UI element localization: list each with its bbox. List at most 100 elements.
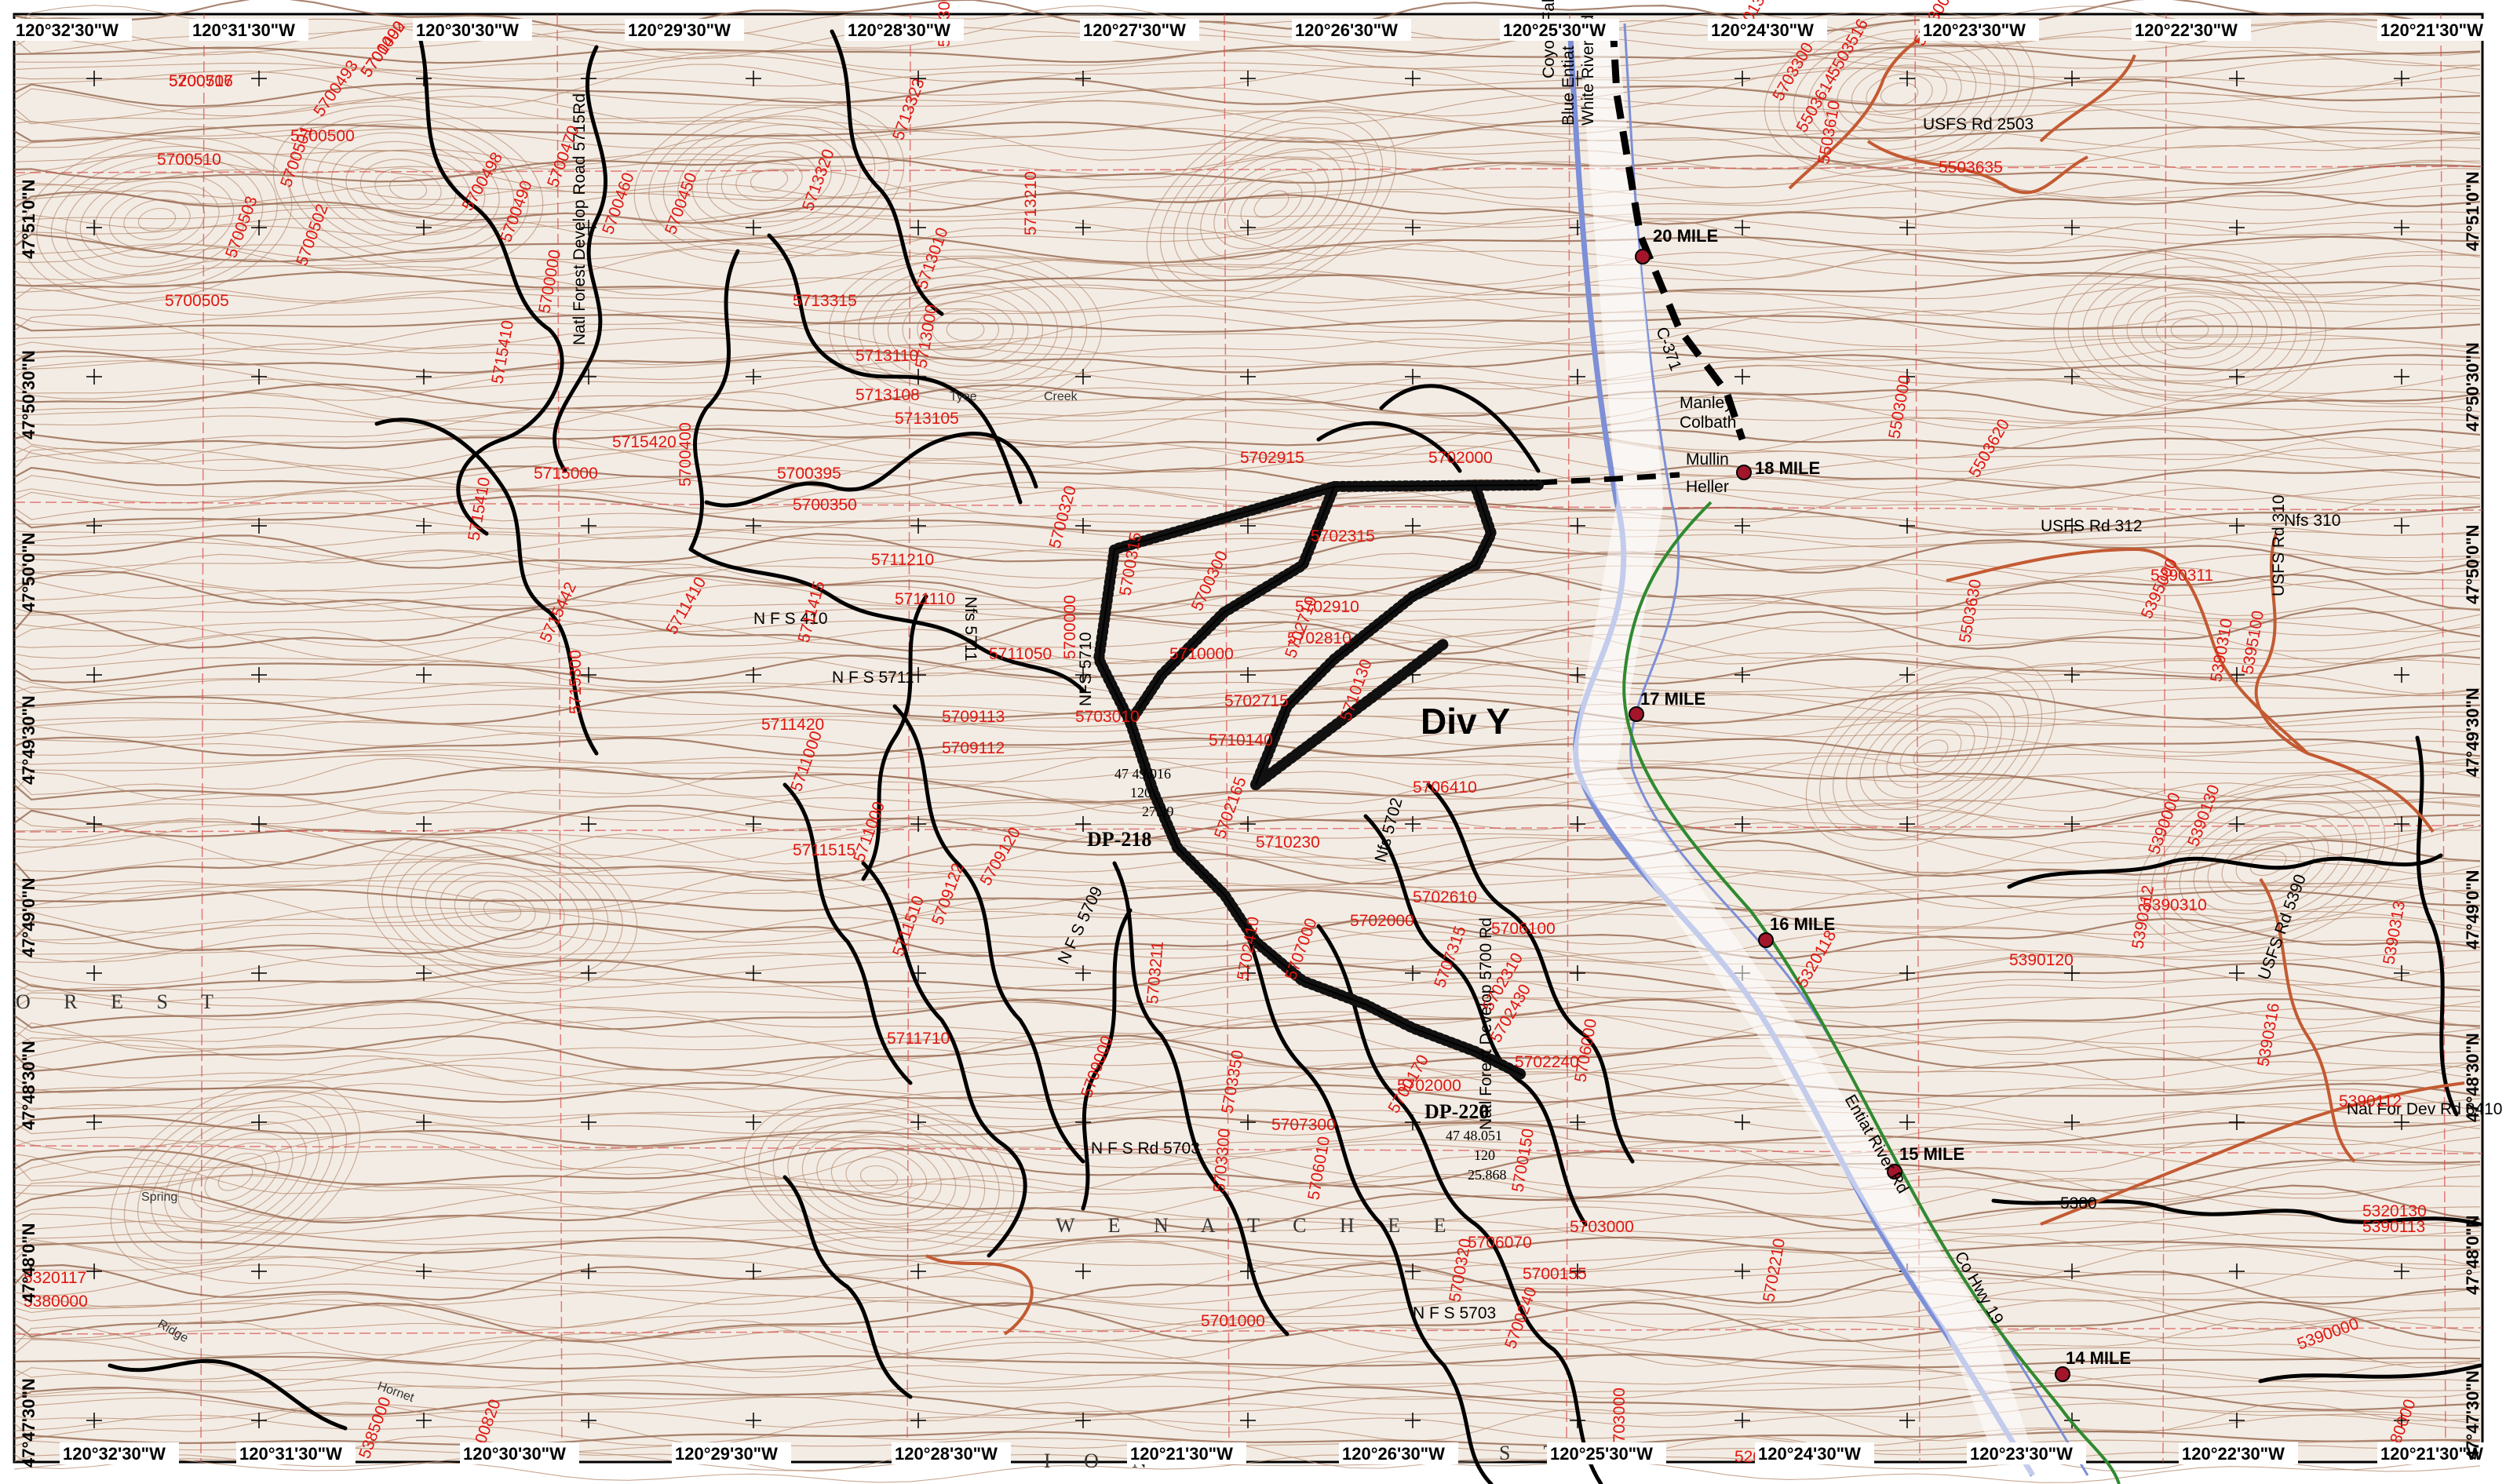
contour-loop: [359, 159, 457, 218]
contour-loop: [2249, 850, 2287, 877]
grid-tick: [1240, 965, 1256, 981]
lon-label-bottom: 120°29'30"W: [675, 1444, 778, 1464]
forest-road: [2007, 853, 2443, 889]
label-nfs-5710: NFS 5710: [1077, 632, 1095, 706]
lon-label-bottom: 120°24'30"W: [1758, 1444, 1861, 1464]
contour-loop: [1866, 73, 1933, 115]
lon-label-top: 120°22'30"W: [2135, 20, 2238, 40]
forest-road: [704, 432, 1038, 508]
contour-line: [13, 233, 2481, 264]
contour-loop: [1851, 64, 1948, 124]
lat-label-right: 47°50'0"N: [2463, 524, 2482, 604]
forest-road: [108, 1358, 348, 1431]
coord-label-bg: [1547, 1442, 1666, 1464]
contour-line: [13, 1205, 2481, 1225]
contour-loop: [1899, 729, 1962, 778]
contour-loop: [1778, 20, 2020, 169]
contour-line: [13, 206, 2481, 225]
grid-tick: [1405, 71, 1421, 86]
road-number-label: 5700395: [777, 465, 841, 483]
contour-line: [13, 997, 2481, 1021]
grid-tick: [416, 965, 432, 981]
contour-line: [13, 327, 2481, 349]
label-forest: O R E S T: [16, 990, 228, 1013]
section-line: [1224, 13, 1230, 1463]
section-line: [2440, 13, 2446, 1463]
lat-label-left: 47°48'0"N: [19, 1223, 38, 1303]
grid-tick: [2064, 518, 2080, 534]
grid-tick: [1405, 518, 1421, 534]
contour-loop: [1200, 148, 1343, 260]
forest-road: [782, 1175, 913, 1399]
forest-road: [688, 547, 1085, 693]
coord-label-bg: [1920, 19, 2039, 41]
county-road-north: [1609, 23, 1746, 441]
grid-tick: [1240, 1114, 1256, 1130]
contour-line: [13, 743, 2481, 765]
forest-road: [861, 861, 1027, 1258]
road-number-label: 5700155: [1523, 1265, 1587, 1283]
coord-label-bg: [1755, 1442, 1874, 1464]
contour-loop: [425, 862, 580, 958]
contour-loop: [2165, 793, 2372, 934]
contour-loop: [123, 1089, 348, 1265]
grid-tick: [2394, 518, 2409, 534]
road-number-label: 5700510: [157, 151, 221, 169]
grid-tick: [746, 71, 761, 86]
contour-loop: [2136, 774, 2400, 953]
grid-tick: [86, 71, 102, 86]
road-number-label: 5702315: [1311, 527, 1375, 545]
contour-loop: [706, 142, 832, 219]
contour-loop: [735, 159, 803, 202]
contour-loop: [94, 181, 220, 258]
grid-tick: [1735, 1114, 1750, 1130]
contour-line: [13, 522, 2481, 540]
contour-line: [13, 716, 2481, 746]
highway-c371: [1622, 501, 2121, 1484]
contour-line: [13, 1057, 2481, 1097]
mile-label-15: 15 MILE: [1899, 1144, 1964, 1164]
contour-loop: [662, 115, 876, 246]
forest-road: [1222, 892, 1494, 1484]
fire-line-hatch: [1097, 484, 1539, 1076]
contour-loop: [691, 133, 847, 228]
contour-line: [13, 633, 2481, 676]
grid-tick: [746, 667, 761, 683]
road-number-label: 5702000: [1350, 912, 1414, 930]
grid-tick: [251, 1263, 267, 1279]
contour-loop: [1913, 739, 1949, 768]
contour-line: [13, 109, 2481, 137]
grid-tick: [581, 1263, 596, 1279]
contour-line: [13, 1395, 2481, 1417]
contour-loop: [36, 145, 278, 294]
contour-loop: [2126, 292, 2253, 367]
grid-tick: [2064, 667, 2080, 683]
label-nat-for-dev: Nat For Dev Rd 8410: [2347, 1100, 2502, 1118]
coord-label-bg: [2132, 19, 2251, 41]
grid-tick: [2064, 965, 2080, 981]
grid-tick: [1899, 965, 1915, 981]
contour-line: [13, 1110, 2481, 1136]
grid-tick: [581, 1114, 596, 1130]
contour-line: [13, 481, 2481, 504]
road-number-label: 5200717: [169, 72, 233, 90]
grid-tick: [86, 816, 102, 832]
label-usfs-310: USFS Rd 310: [2270, 494, 2288, 596]
grid-tick: [2394, 1114, 2409, 1130]
contour-loop: [330, 140, 486, 236]
grid-tick: [416, 220, 432, 235]
grid-tick: [2229, 1114, 2245, 1130]
contour-line: [13, 358, 2481, 394]
grid-tick: [910, 1413, 926, 1428]
coord-label-bg: [1339, 1442, 1458, 1464]
label-colbath: Colbath: [1680, 414, 1736, 432]
contour-loop: [859, 1165, 899, 1189]
forest-road: [1991, 1198, 2482, 1227]
contour-loop: [743, 1094, 1015, 1260]
mile-label-14: 14 MILE: [2066, 1348, 2131, 1368]
grid-tick: [1405, 816, 1421, 832]
contour-line: [13, 311, 2481, 351]
mile-label-16: 16 MILE: [1770, 914, 1835, 934]
